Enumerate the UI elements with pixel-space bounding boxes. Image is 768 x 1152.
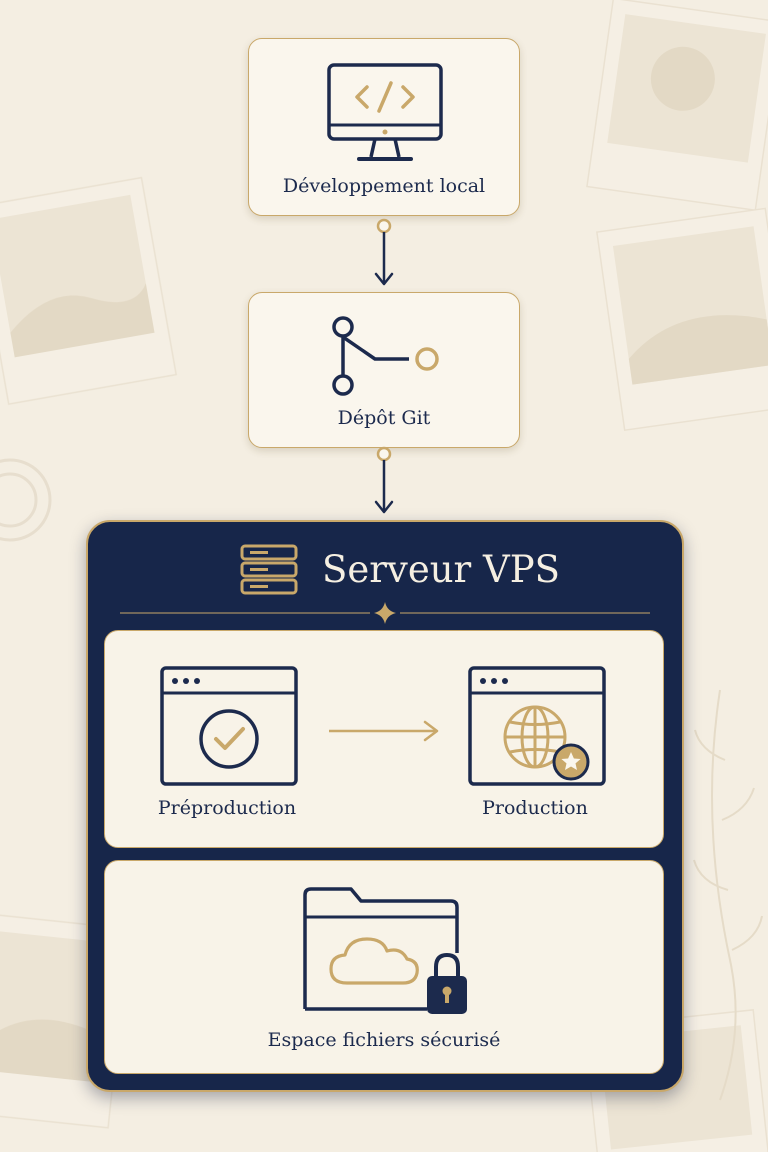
git-repo-label: Dépôt Git (337, 407, 431, 429)
production-label: Production (482, 797, 588, 819)
git-repo-card: Dépôt Git (248, 292, 520, 448)
server-rack-icon (240, 544, 298, 595)
local-dev-card: Développement local (248, 38, 520, 216)
browser-check-icon (160, 666, 298, 786)
monitor-code-icon (327, 63, 443, 161)
environments-panel: Préproduction Production (104, 630, 664, 848)
local-dev-label: Développement local (282, 175, 486, 197)
connector-arrow (374, 446, 394, 514)
secure-storage-panel: Espace fichiers sécurisé (104, 860, 664, 1074)
ornament-divider (120, 602, 650, 624)
secure-storage-label: Espace fichiers sécurisé (267, 1029, 501, 1051)
preproduction-label: Préproduction (157, 797, 297, 819)
vps-title: Serveur VPS (322, 548, 560, 591)
folder-cloud-lock-icon (303, 887, 467, 1014)
connector-arrow (374, 218, 394, 286)
browser-globe-star-icon (468, 666, 606, 786)
deploy-arrow (329, 720, 439, 742)
git-branch-icon (332, 316, 439, 396)
